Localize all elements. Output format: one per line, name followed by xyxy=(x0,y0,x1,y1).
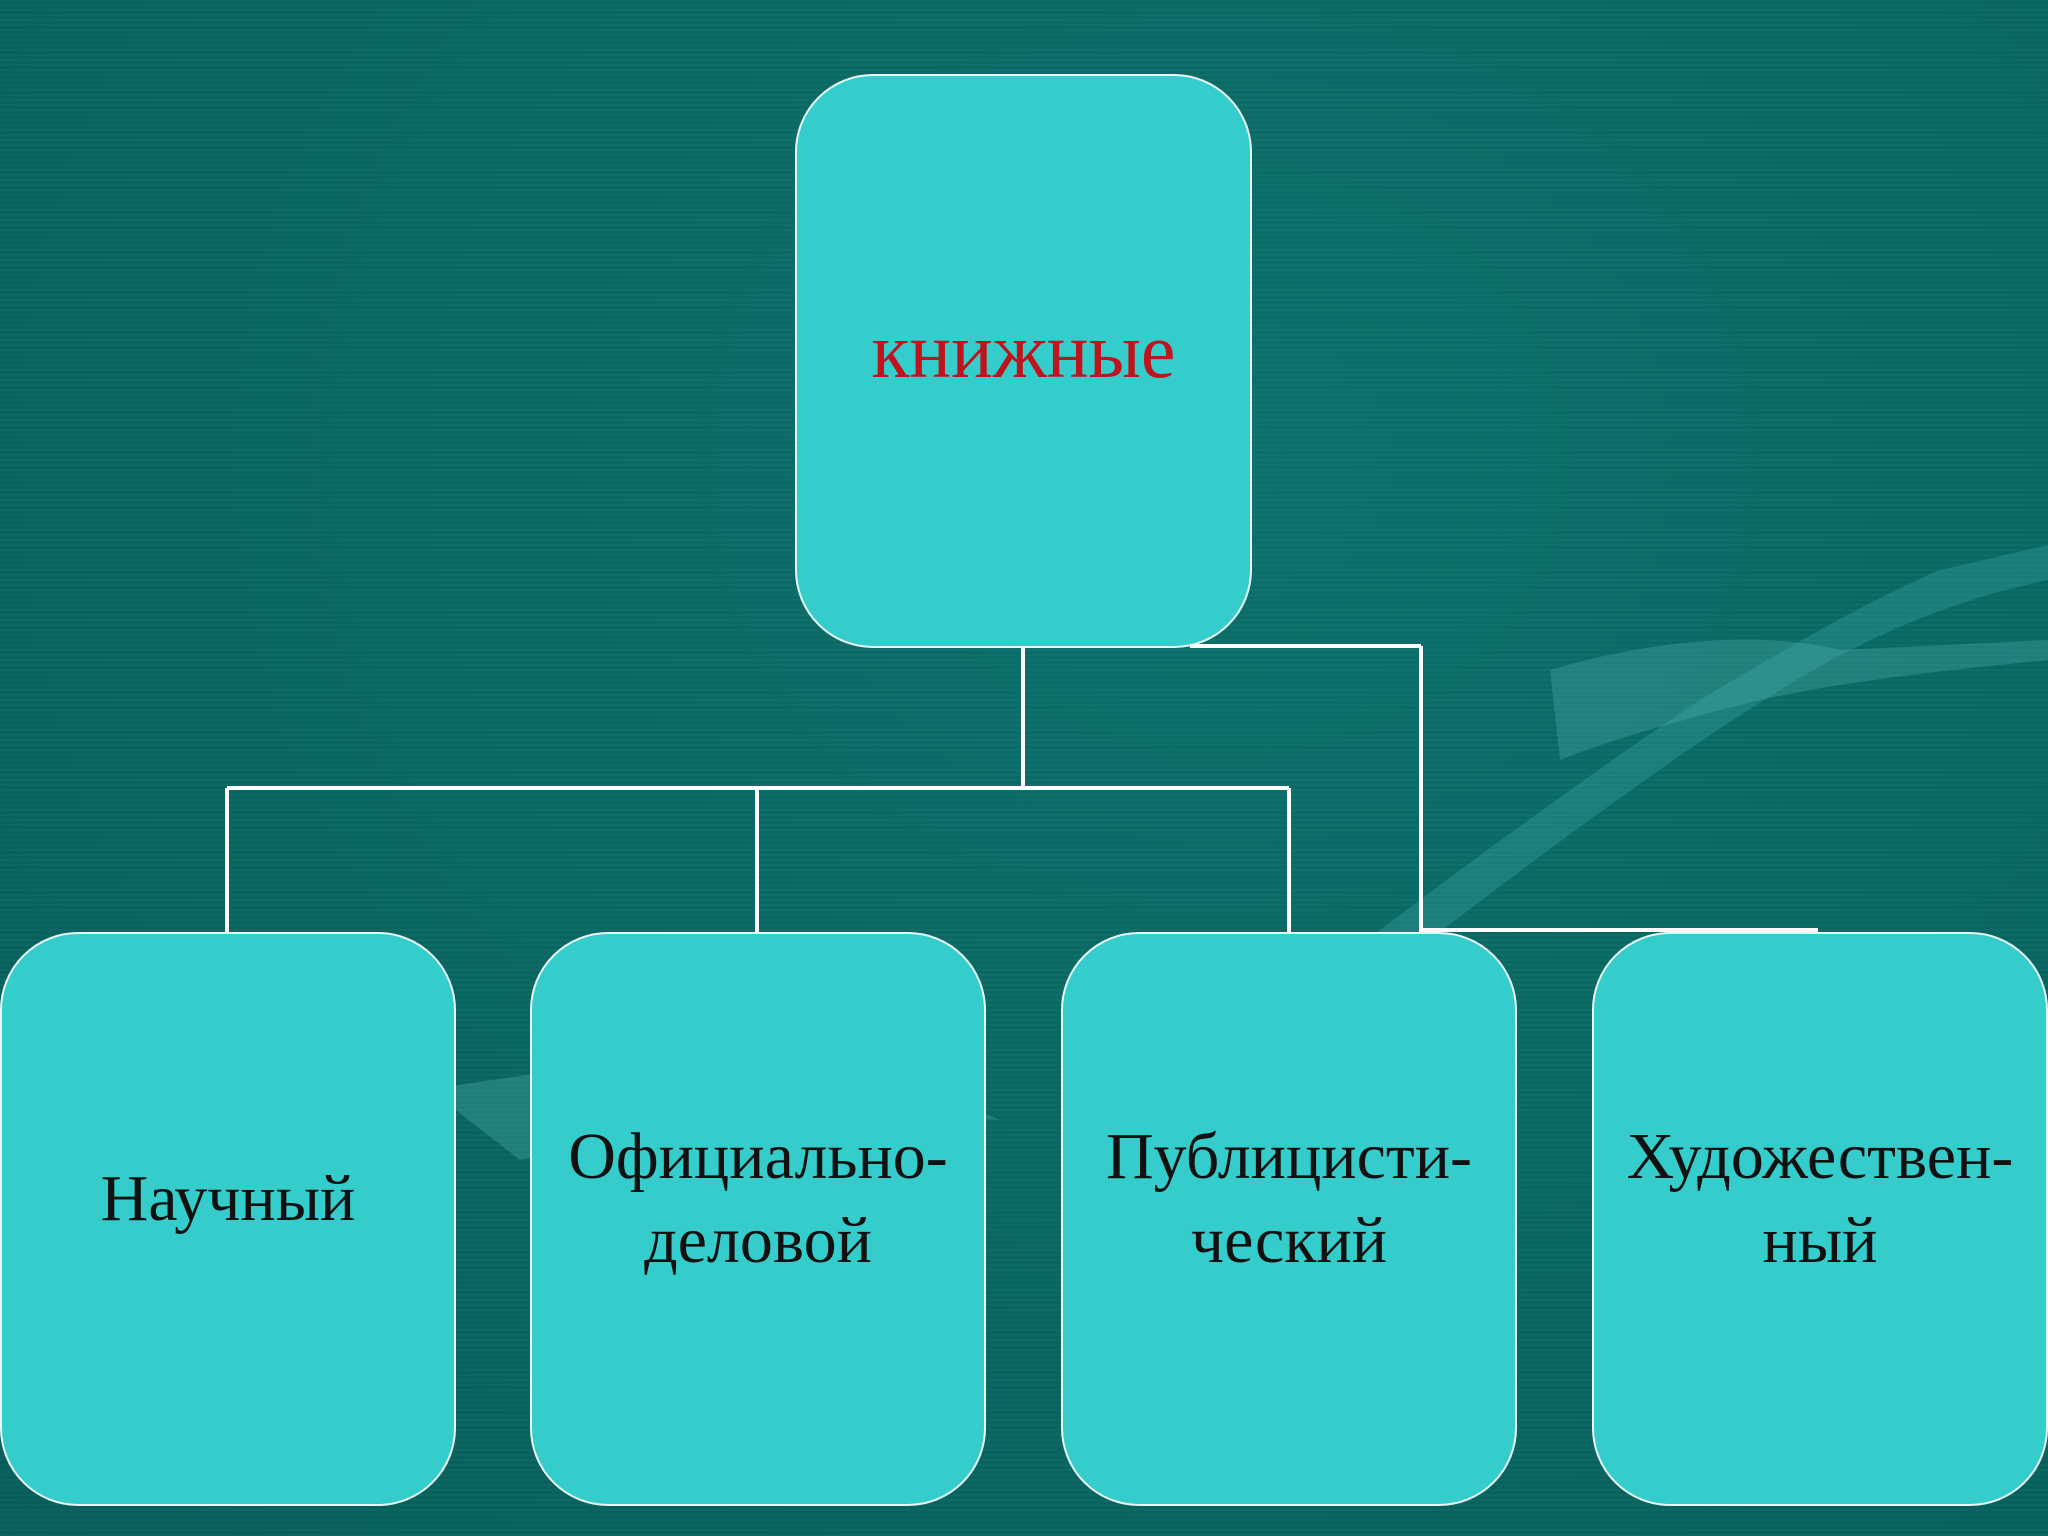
child-node-label-line: ный xyxy=(1763,1204,1878,1277)
child-node-scientific: Научный xyxy=(0,932,456,1506)
child-node-label-line: ческий xyxy=(1191,1204,1387,1277)
child-node-official-business: Официально- деловой xyxy=(530,932,986,1506)
child-node-label-line: Художествен- xyxy=(1627,1120,2014,1193)
root-node: книжные xyxy=(795,74,1252,648)
child-node-label: Официально- деловой xyxy=(568,1115,948,1283)
child-node-label: Публицисти- ческий xyxy=(1106,1115,1472,1283)
child-node-label: Художествен- ный xyxy=(1627,1115,2014,1283)
child-node-label-line: Официально- xyxy=(568,1120,948,1193)
root-node-label: книжные xyxy=(871,312,1175,390)
child-node-artistic: Художествен- ный xyxy=(1592,932,2048,1506)
child-node-label-line: Публицисти- xyxy=(1106,1120,1472,1193)
child-node-label-line: Научный xyxy=(101,1162,356,1235)
child-node-label-line: деловой xyxy=(644,1204,872,1277)
child-node-label: Научный xyxy=(101,1157,356,1241)
child-node-journalistic: Публицисти- ческий xyxy=(1061,932,1517,1506)
